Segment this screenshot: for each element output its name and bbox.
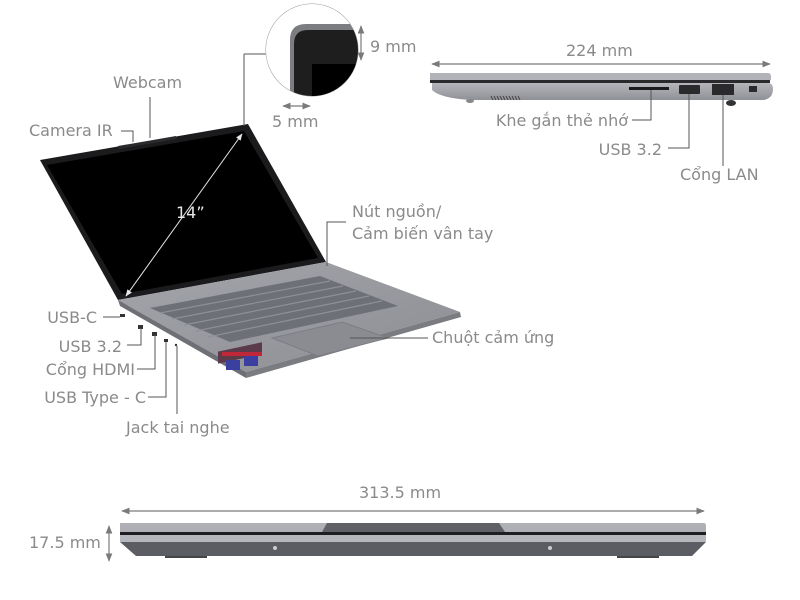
laptop-front-view	[105, 507, 706, 562]
label-thickness: 17.5 mm	[29, 533, 101, 552]
label-hdmi: Cổng HDMI	[45, 360, 135, 379]
keyboard	[150, 276, 398, 342]
label-width: 313.5 mm	[359, 483, 442, 502]
laptop-side-view	[430, 60, 773, 106]
lock-slot-icon	[749, 86, 757, 92]
label-side-bezel: 5 mm	[272, 112, 319, 131]
card-slot-icon	[629, 87, 669, 90]
label-screen-size: 14”	[176, 203, 205, 222]
lan-port-icon	[712, 84, 734, 95]
left-ports	[120, 314, 178, 347]
usb-port-icon	[679, 85, 700, 94]
vent-grille	[490, 95, 521, 101]
screen-diagonal-arrow	[125, 133, 243, 297]
label-touchpad: Chuột cảm ứng	[432, 328, 555, 347]
label-lan: Cổng LAN	[680, 165, 759, 184]
label-card-slot: Khe gắn thẻ nhớ	[495, 111, 628, 130]
label-power-fingerprint: Nút nguồn/ Cảm biến vân tay	[352, 201, 493, 245]
laptop-perspective	[40, 124, 461, 378]
label-usb-32-side: USB 3.2	[598, 140, 662, 159]
keyboard-keys	[159, 280, 383, 338]
side-leaders	[632, 90, 724, 166]
label-top-bezel: 9 mm	[370, 37, 417, 56]
label-webcam: Webcam	[113, 73, 183, 92]
label-usb-c: USB-C	[47, 308, 97, 327]
label-camera-ir: Camera IR	[29, 121, 113, 140]
label-power-line2: Cảm biến vân tay	[352, 224, 494, 243]
perspective-leaders	[103, 53, 428, 414]
label-power-line1: Nút nguồn/	[352, 202, 442, 221]
label-usb-32-left: USB 3.2	[58, 337, 122, 356]
bezel-detail	[265, 3, 365, 110]
label-depth: 224 mm	[566, 41, 633, 60]
label-usb-type-c: USB Type - C	[44, 388, 146, 407]
label-headphone-jack: Jack tai nghe	[126, 418, 230, 437]
